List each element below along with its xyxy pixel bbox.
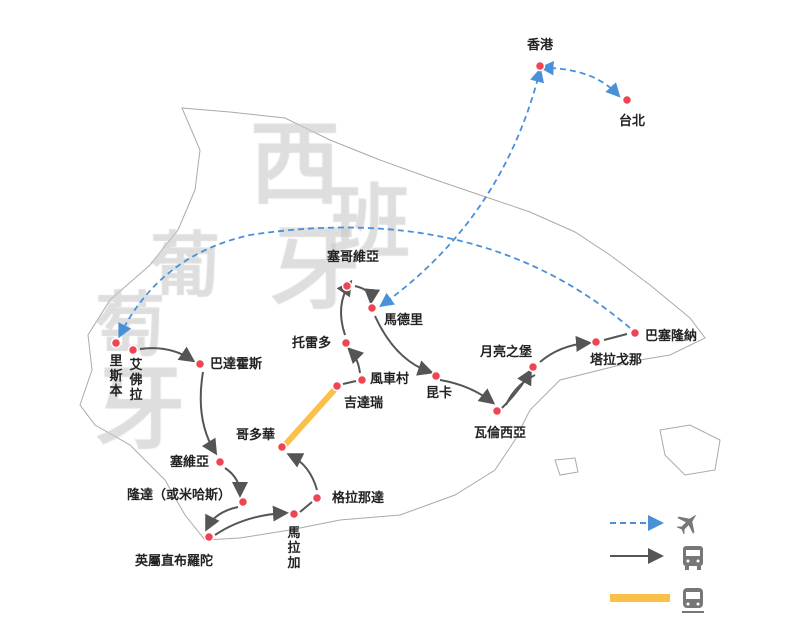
city-marker-malaga	[288, 508, 300, 520]
city-label-granada: 格拉那達	[332, 491, 385, 506]
city-marker-tarragona	[590, 336, 602, 348]
city-marker-evora	[127, 344, 139, 356]
city-marker-seville	[214, 456, 226, 468]
city-label-windmill: 風車村	[370, 372, 410, 387]
city-marker-toledo	[340, 337, 352, 349]
city-label-ronda: 隆達（或米哈斯）	[127, 488, 232, 503]
city-label-malaga: 馬拉加	[287, 526, 301, 571]
legend	[610, 514, 704, 613]
airplane-icon	[676, 514, 697, 535]
city-marker-hongkong	[534, 60, 546, 72]
city-marker-ronda	[237, 496, 249, 508]
flight-routes	[118, 60, 631, 339]
city-marker-segovia	[341, 280, 353, 292]
city-marker-badajoz	[194, 358, 206, 370]
city-label-valencia: 瓦倫西亞	[474, 426, 527, 441]
city-label-taipei: 台北	[618, 114, 646, 129]
city-label-madrid: 馬德里	[384, 313, 424, 328]
city-marker-ciudadreal	[331, 380, 343, 392]
city-label-seville: 塞維亞	[170, 455, 210, 470]
city-markers	[110, 60, 641, 543]
train-icon	[682, 588, 704, 613]
city-marker-moon	[527, 361, 539, 373]
city-label-ciudadreal: 吉達瑞	[344, 396, 384, 411]
city-label-hongkong: 香港	[526, 38, 554, 53]
train-route	[281, 385, 339, 449]
city-marker-cuenca	[430, 370, 442, 382]
city-marker-madrid	[366, 302, 378, 314]
city-label-lisbon: 里斯本	[109, 354, 123, 399]
city-label-barcelona: 巴塞隆納	[645, 329, 698, 344]
city-label-cuenca: 昆卡	[426, 386, 453, 401]
city-label-badajoz: 巴達霍斯	[210, 357, 263, 372]
city-marker-gibraltar	[203, 531, 215, 543]
city-label-segovia: 塞哥維亞	[326, 250, 380, 265]
city-marker-granada	[311, 492, 323, 504]
city-label-evora: 艾佛拉	[129, 358, 143, 403]
city-label-moon: 月亮之堡	[480, 345, 533, 360]
bus-icon	[683, 546, 703, 570]
city-marker-cordoba	[276, 441, 288, 453]
city-marker-taipei	[621, 94, 633, 106]
city-label-toledo: 托雷多	[292, 336, 332, 351]
city-marker-barcelona	[629, 327, 641, 339]
city-marker-windmill	[356, 374, 368, 386]
city-label-tarragona: 塔拉戈那	[590, 353, 643, 368]
city-marker-valencia	[491, 405, 503, 417]
city-label-gibraltar: 英屬直布羅陀	[135, 554, 214, 569]
city-label-cordoba: 哥多華	[236, 428, 276, 443]
city-marker-lisbon	[110, 337, 122, 349]
